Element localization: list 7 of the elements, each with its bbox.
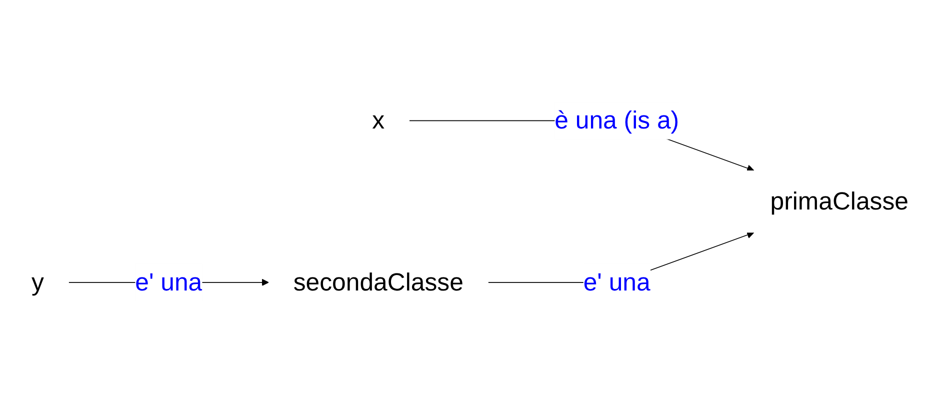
edge-label: e' una (135, 268, 202, 296)
edge-label: è una (is a) (554, 106, 680, 134)
node-text: secondaClasse (293, 268, 464, 296)
edge-label: e' una (583, 268, 650, 296)
node-text: x (372, 106, 385, 134)
node-text: primaClasse (770, 188, 908, 216)
node-text: y (32, 268, 44, 296)
